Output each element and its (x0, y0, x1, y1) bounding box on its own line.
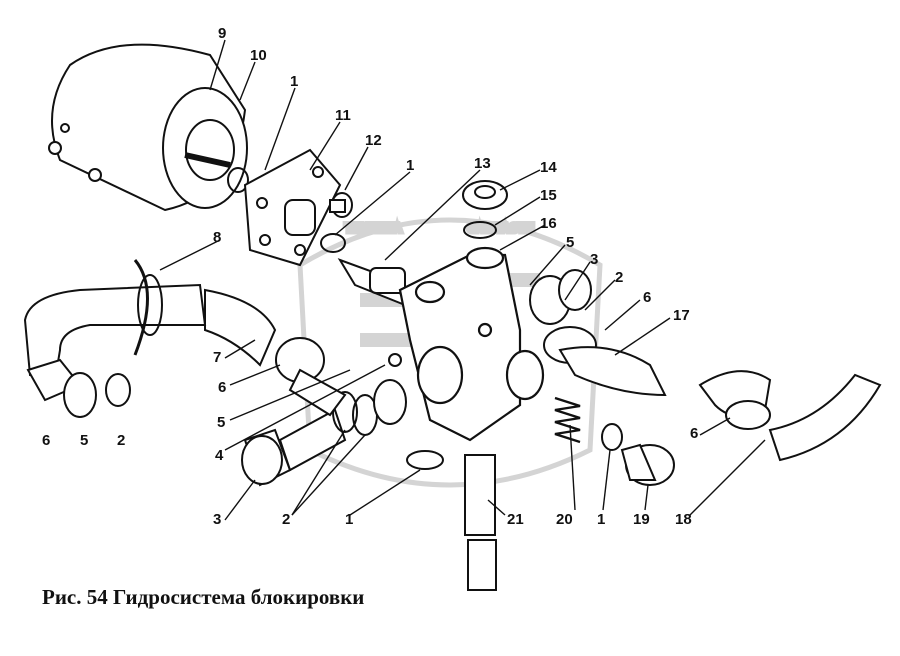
label-3-bottom: 3 (213, 511, 221, 528)
label-4: 4 (215, 447, 224, 464)
label-21: 21 (507, 511, 524, 528)
label-11: 11 (335, 107, 351, 124)
figure-caption: Рис. 54 Гидросистема блокировки (42, 585, 365, 609)
banjo-bolt-3 (241, 408, 347, 487)
label-14: 14 (540, 159, 557, 176)
washer-15 (463, 221, 497, 239)
pipe-18 (698, 370, 882, 462)
flange-plate-11 (243, 148, 342, 267)
bolt-12 (329, 192, 353, 218)
label-13: 13 (474, 155, 491, 172)
label-5-left: 5 (217, 414, 225, 431)
spring-20 (554, 396, 581, 444)
label-2-bottom: 2 (282, 511, 290, 528)
label-6-right: 6 (643, 289, 651, 306)
o-ring-1-upper (320, 233, 346, 253)
label-6-far-left: 6 (42, 432, 50, 449)
leader-lines (159, 39, 766, 521)
label-5-far-left: 5 (80, 432, 88, 449)
watermark-right: ЗАПЧАСТИ (468, 221, 534, 235)
label-9: 9 (218, 25, 226, 42)
right-fittings (529, 269, 667, 397)
pipe-7 (204, 288, 347, 417)
fitting-13 (337, 258, 407, 307)
label-20: 20 (556, 511, 573, 528)
label-2-far-left: 2 (117, 432, 125, 449)
nut-14 (462, 180, 508, 210)
stud-21 (464, 454, 497, 591)
valve-block-16 (398, 246, 545, 442)
label-1-bottom: 1 (345, 511, 353, 528)
label-12: 12 (365, 132, 382, 149)
o-ring-1-lower (406, 450, 444, 470)
label-1-right: 1 (597, 511, 605, 528)
label-19: 19 (633, 511, 650, 528)
hose-8 (23, 259, 207, 382)
label-7: 7 (213, 349, 221, 366)
plug-19 (620, 443, 675, 486)
label-17: 17 (673, 307, 690, 324)
label-2-right: 2 (615, 269, 623, 286)
watermark-left: ТЕХНИКА (345, 221, 402, 235)
fitting-5-lower (373, 379, 407, 425)
label-6-left: 6 (218, 379, 226, 396)
label-6-far-right: 6 (690, 425, 698, 442)
label-8: 8 (213, 229, 221, 246)
o-ring-1-right (601, 423, 623, 451)
label-1-mid: 1 (406, 157, 414, 174)
left-fittings-6-5-2 (26, 358, 131, 418)
label-5-right: 5 (566, 234, 574, 251)
pump-9 (48, 43, 248, 212)
label-18: 18 (675, 511, 692, 528)
ball-4 (388, 353, 402, 367)
label-10: 10 (250, 47, 267, 64)
label-16: 16 (540, 215, 557, 232)
label-15: 15 (540, 187, 557, 204)
label-1-top: 1 (290, 73, 298, 90)
o-ring-10 (227, 167, 249, 193)
label-3-right: 3 (590, 251, 598, 268)
